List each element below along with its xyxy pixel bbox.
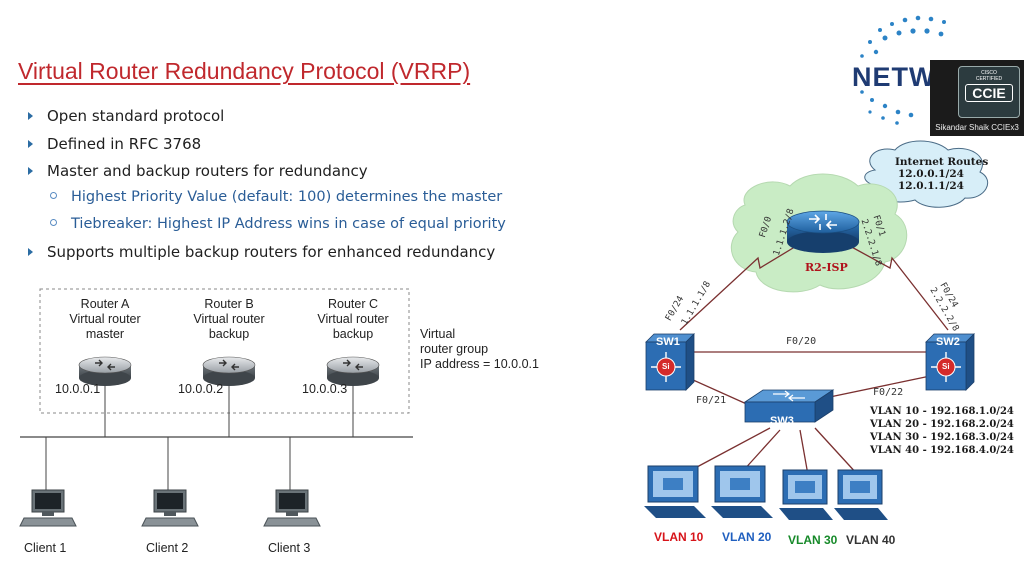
sw1-sw3-link-label: F0/21 (696, 395, 727, 406)
virtual-router-group-label: Virtual router group IP address = 10.0.0… (420, 327, 539, 371)
vlan30-pc-icon (779, 469, 833, 520)
sub-bullet-circle-icon (50, 218, 57, 226)
bullet-text: Open standard protocol (47, 107, 225, 125)
sw1-sw2-link-label: F0/20 (786, 336, 817, 347)
router-c-ip: 10.0.0.3 (302, 382, 348, 396)
router-c-icon (326, 356, 380, 386)
sub-bullet-1: Highest Priority Value (default: 100) de… (50, 189, 502, 205)
sw1-multilayer-switch-icon (645, 333, 695, 391)
link-isp-sw1 (679, 244, 799, 331)
router-c-label: Router C Virtual router backup (317, 297, 389, 341)
vlan20-label: VLAN 20 (722, 530, 772, 544)
ccie-badge-icon: CISCO CERTIFIED CCIE (958, 66, 1020, 118)
bullet-1: Open standard protocol (28, 107, 224, 125)
bullet-text: Supports multiple backup routers for enh… (47, 243, 496, 261)
link-isp-sw2 (847, 244, 949, 331)
router-b-ip: 10.0.0.2 (178, 382, 224, 396)
vlan-subnet-list: VLAN 10 - 192.168.1.0/24 VLAN 20 - 192.1… (870, 406, 1014, 456)
vlan10-pc-icon (644, 465, 706, 518)
bullet-arrow-icon (28, 247, 33, 256)
client-2-label: Client 2 (146, 541, 189, 555)
link-sw2-sw3 (824, 374, 936, 399)
slide-title: Virtual Router Redundancy Protocol (VRRP… (18, 58, 471, 84)
bullet-3: Master and backup routers for redundancy (28, 162, 368, 180)
presenter-name: Sikandar Shaik CCIEx3 (935, 123, 1019, 132)
internet-routes-label: Internet Routes 12.0.0.1/24 12.0.1.1/24 (895, 156, 989, 192)
sub-bullet-text: Tiebreaker: Highest IP Address wins in c… (71, 216, 506, 232)
bullet-text: Master and backup routers for redundancy (47, 162, 368, 180)
bullet-arrow-icon (28, 139, 33, 148)
vlan30-label: VLAN 30 (788, 533, 838, 547)
client-3-pc-icon (263, 489, 321, 527)
vlan40-label: VLAN 40 (846, 533, 896, 547)
sub-bullet-2: Tiebreaker: Highest IP Address wins in c… (50, 216, 506, 232)
bullet-text: Defined in RFC 3768 (47, 135, 202, 153)
sw1-label: SW1 (656, 336, 680, 348)
bullet-2: Defined in RFC 3768 (28, 135, 201, 153)
virtual-router-group-box (39, 288, 410, 414)
sw1-si-label: Si (662, 362, 670, 371)
isp-router-icon (786, 210, 860, 253)
sub-bullet-circle-icon (50, 191, 57, 199)
sw3-label: SW3 (770, 415, 794, 427)
bullet-4: Supports multiple backup routers for enh… (28, 243, 495, 261)
netw-logo-dots-icon (860, 15, 946, 125)
bullet-arrow-icon (28, 166, 33, 175)
isp-router-label: R2-ISP (805, 261, 848, 274)
router-a-icon (78, 356, 132, 386)
sw3-switch-icon (743, 389, 835, 423)
vlan40-pc-icon (834, 469, 888, 520)
netw-logo: NETW (852, 62, 936, 92)
sub-bullet-text: Highest Priority Value (default: 100) de… (71, 189, 503, 205)
sw2-multilayer-switch-icon (925, 333, 975, 391)
sw2-si-label: Si (942, 362, 950, 371)
bullet-arrow-icon (28, 111, 33, 120)
client-2-pc-icon (141, 489, 199, 527)
vlan20-pc-icon (711, 465, 773, 518)
sw2-label: SW2 (936, 336, 960, 348)
client-3-label: Client 3 (268, 541, 311, 555)
router-a-label: Router A Virtual router master (69, 297, 141, 341)
vlan10-label: VLAN 10 (654, 530, 704, 544)
client-1-label: Client 1 (24, 541, 67, 555)
router-b-label: Router B Virtual router backup (193, 297, 265, 341)
sw2-sw3-link-label: F0/22 (873, 387, 904, 398)
router-b-icon (202, 356, 256, 386)
router-a-ip: 10.0.0.1 (55, 382, 101, 396)
client-1-pc-icon (19, 489, 77, 527)
